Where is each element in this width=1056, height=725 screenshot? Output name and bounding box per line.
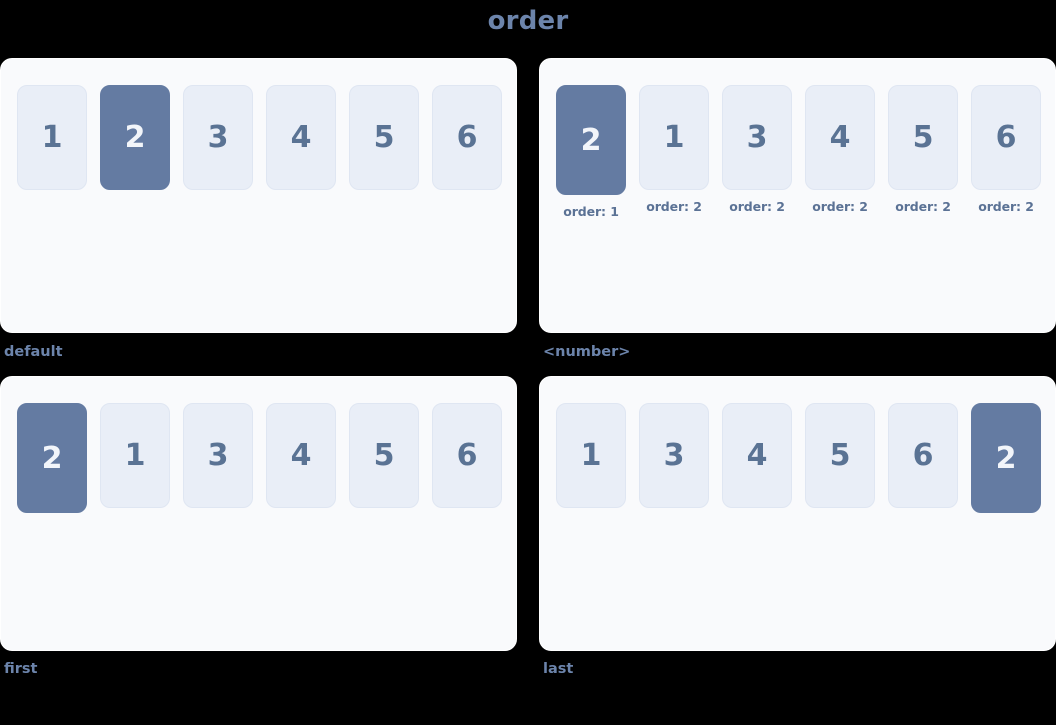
order-box[interactable]: 1 [639, 85, 709, 190]
list-item[interactable]: 1 [556, 403, 626, 508]
order-box[interactable]: 6 [971, 85, 1041, 190]
list-item[interactable]: 2 order: 1 [556, 85, 626, 219]
list-item[interactable]: 3 order: 2 [722, 85, 792, 214]
order-box[interactable]: 4 [722, 403, 792, 508]
order-value-label: order: 2 [729, 199, 785, 214]
list-item[interactable]: 3 [639, 403, 709, 508]
demo-panel-last: 1 3 4 5 6 2 [539, 376, 1056, 651]
list-item[interactable]: 1 order: 2 [639, 85, 709, 214]
panel-caption-last: last [543, 661, 574, 677]
order-box[interactable]: 3 [722, 85, 792, 190]
demo-panel-first: 2 1 3 4 5 6 [0, 376, 517, 651]
order-value-label: order: 2 [812, 199, 868, 214]
order-box[interactable]: 3 [639, 403, 709, 508]
list-item[interactable]: 2 [100, 85, 170, 190]
order-box-highlighted[interactable]: 2 [17, 403, 87, 513]
order-box[interactable]: 1 [556, 403, 626, 508]
order-box[interactable]: 5 [805, 403, 875, 508]
order-box[interactable]: 5 [349, 403, 419, 508]
order-box[interactable]: 6 [888, 403, 958, 508]
panel-cell-default: 1 2 3 4 5 6 [0, 58, 517, 360]
order-box[interactable]: 6 [432, 403, 502, 508]
order-value-label: order: 2 [895, 199, 951, 214]
list-item[interactable]: 6 order: 2 [971, 85, 1041, 214]
list-item[interactable]: 6 [432, 403, 502, 508]
panel-cell-number: 2 order: 1 1 order: 2 3 order: 2 4 order… [539, 58, 1056, 360]
panel-cell-last: 1 3 4 5 6 2 [539, 376, 1056, 677]
list-item[interactable]: 2 [17, 403, 87, 513]
order-value-label: order: 1 [563, 204, 619, 219]
list-item[interactable]: 5 order: 2 [888, 85, 958, 214]
panel-cell-first: 2 1 3 4 5 6 [0, 376, 517, 677]
order-box[interactable]: 4 [266, 85, 336, 190]
panel-grid: 1 2 3 4 5 6 [0, 58, 1056, 677]
box-row-default: 1 2 3 4 5 6 [17, 85, 516, 190]
order-value-label: order: 2 [646, 199, 702, 214]
list-item[interactable]: 6 [432, 85, 502, 190]
order-box[interactable]: 4 [805, 85, 875, 190]
panel-caption-number: <number> [543, 344, 631, 360]
list-item[interactable]: 5 [805, 403, 875, 508]
demo-panel-default: 1 2 3 4 5 6 [0, 58, 517, 333]
order-value-label: order: 2 [978, 199, 1034, 214]
list-item[interactable]: 4 order: 2 [805, 85, 875, 214]
list-item[interactable]: 5 [349, 85, 419, 190]
order-box[interactable]: 4 [266, 403, 336, 508]
list-item[interactable]: 3 [183, 403, 253, 508]
list-item[interactable]: 4 [722, 403, 792, 508]
order-box[interactable]: 3 [183, 85, 253, 190]
page-title: order [487, 6, 569, 36]
order-box-highlighted[interactable]: 2 [971, 403, 1041, 513]
list-item[interactable]: 1 [17, 85, 87, 190]
list-item[interactable]: 4 [266, 85, 336, 190]
box-row-first: 2 1 3 4 5 6 [17, 403, 516, 513]
order-box-highlighted[interactable]: 2 [556, 85, 626, 195]
list-item[interactable]: 3 [183, 85, 253, 190]
list-item[interactable]: 4 [266, 403, 336, 508]
order-box-highlighted[interactable]: 2 [100, 85, 170, 190]
order-box[interactable]: 1 [100, 403, 170, 508]
order-box[interactable]: 5 [349, 85, 419, 190]
list-item[interactable]: 6 [888, 403, 958, 508]
box-row-number: 2 order: 1 1 order: 2 3 order: 2 4 order… [556, 85, 1055, 219]
order-box[interactable]: 1 [17, 85, 87, 190]
order-box[interactable]: 5 [888, 85, 958, 190]
panel-caption-default: default [4, 344, 63, 360]
list-item[interactable]: 1 [100, 403, 170, 508]
order-box[interactable]: 3 [183, 403, 253, 508]
order-box[interactable]: 6 [432, 85, 502, 190]
list-item[interactable]: 2 [971, 403, 1041, 513]
box-row-last: 1 3 4 5 6 2 [556, 403, 1055, 513]
panel-caption-first: first [4, 661, 38, 677]
list-item[interactable]: 5 [349, 403, 419, 508]
demo-panel-number: 2 order: 1 1 order: 2 3 order: 2 4 order… [539, 58, 1056, 333]
